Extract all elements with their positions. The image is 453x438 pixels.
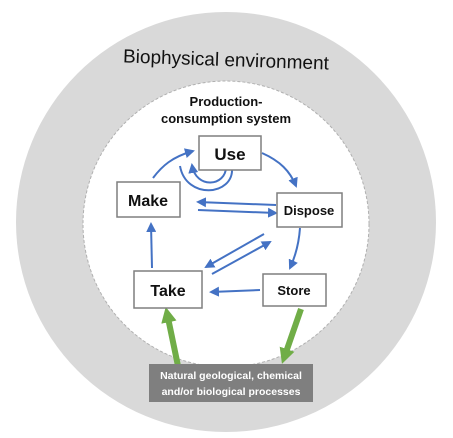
node-use: Use <box>198 135 262 171</box>
node-store-label: Store <box>277 283 310 298</box>
node-store: Store <box>262 273 327 307</box>
node-take-label: Take <box>150 283 185 300</box>
node-dispose-label: Dispose <box>284 203 335 218</box>
arrow-dispose-to-take <box>204 233 265 268</box>
arrow-make-to-use <box>152 148 195 179</box>
node-make-label: Make <box>128 193 168 210</box>
node-take: Take <box>133 270 203 309</box>
natural-processes-line2: and/or biological processes <box>162 386 301 398</box>
node-make: Make <box>116 181 181 218</box>
arrow-use-self-loop-outer <box>179 165 234 192</box>
node-dispose: Dispose <box>276 192 343 228</box>
natural-processes-line1: Natural geological, chemical <box>160 370 302 382</box>
system-title-line1: Production- <box>190 94 263 109</box>
arrow-use-to-dispose <box>261 152 298 188</box>
arrow-dispose-to-store <box>288 227 301 270</box>
arrow-nature-to-take <box>161 306 181 367</box>
arrow-use-self-loop-inner <box>188 163 227 184</box>
arrow-dispose-to-make <box>196 197 277 208</box>
arrow-store-to-nature <box>279 308 304 364</box>
natural-processes-box: Natural geological, chemical and/or biol… <box>149 364 313 402</box>
arrow-take-to-make <box>146 222 157 269</box>
arrow-store-to-take <box>209 286 261 297</box>
arrow-make-to-dispose <box>197 207 278 218</box>
arrow-take-to-dispose <box>211 241 272 275</box>
flow-arrows <box>146 148 301 297</box>
system-title-line2: consumption system <box>161 111 291 126</box>
node-use-label: Use <box>214 145 245 164</box>
